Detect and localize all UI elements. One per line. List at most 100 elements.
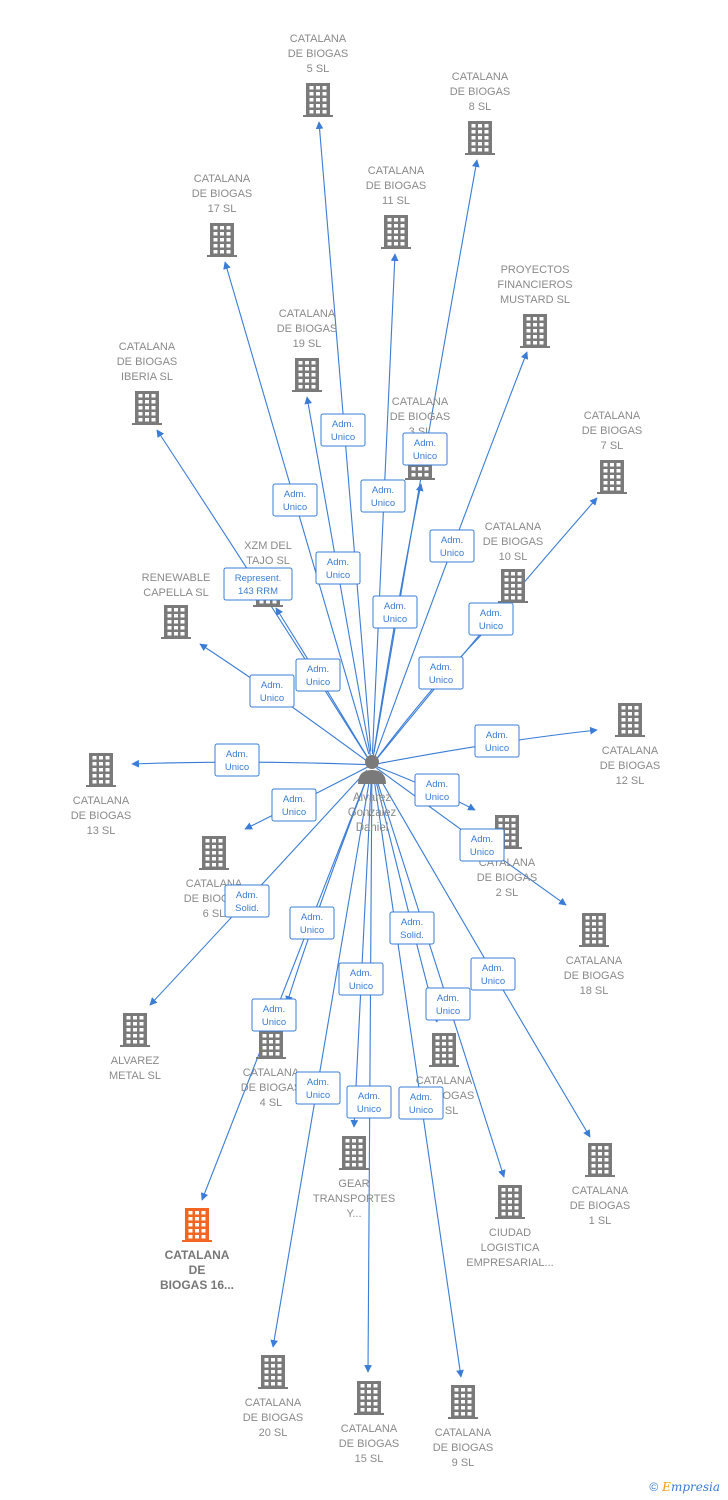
edge-label-n7[interactable]: Adm.Unico (468, 602, 514, 636)
node-label: DE BIOGAS (483, 536, 544, 548)
edge-label-n18[interactable]: Adm.Unico (459, 828, 505, 862)
edge-label-box (224, 884, 270, 918)
edge-label-n6[interactable]: Adm.Unico (271, 788, 317, 822)
edge-label-npf[interactable]: Adm.Unico (429, 529, 475, 563)
node-label: CATALANA (194, 173, 251, 185)
building-icon (465, 121, 495, 155)
edge-label-n20[interactable]: Adm.Unico (295, 1071, 341, 1105)
edge-label-ngear[interactable]: Adm.Unico (338, 962, 384, 996)
footer-brand[interactable]: ©Empresia (649, 1480, 720, 1494)
node-label: CATALANA (341, 1423, 398, 1435)
edge-label-box (295, 1071, 341, 1105)
node-label: EMPRESARIAL... (466, 1257, 553, 1269)
edge-label-text: Unico (306, 677, 330, 688)
building-icon (120, 1013, 150, 1047)
building-icon (579, 913, 609, 947)
edge-label-text: Represent. (235, 573, 281, 584)
edge-label-text: Unico (371, 498, 395, 509)
edge-label-n17[interactable]: Adm.Unico (272, 483, 318, 517)
edge-label-box (271, 788, 317, 822)
building-icon (161, 605, 191, 639)
node-label: CATALANA (392, 396, 449, 408)
building-icon (339, 1136, 369, 1170)
edge-line-n15 (364, 778, 373, 1373)
node-label: 9 SL (452, 1457, 475, 1469)
building-icon (292, 358, 322, 392)
node-label: CIUDAD (489, 1227, 531, 1239)
edge-label-n19[interactable]: Adm. Unico (315, 551, 361, 585)
edge-label-n13[interactable]: Adm.Unico (214, 743, 260, 777)
node-label: PROYECTOS (501, 264, 570, 276)
edge-label-text: Adm. (441, 535, 463, 546)
edge-label-box (459, 828, 505, 862)
edge-label-nib[interactable]: Represent.143 RRM (223, 567, 293, 601)
node-label: 2 SL (496, 887, 519, 899)
edge-label-nciu[interactable]: Adm.Unico (425, 987, 471, 1021)
edge-label-text: Adm. (332, 419, 354, 430)
edge-label-n15[interactable]: Adm.Unico (346, 1085, 392, 1119)
edge-label-n16[interactable]: Adm.Unico (251, 998, 297, 1032)
edge-label-text: Unico (262, 1017, 286, 1028)
edge-label-n8[interactable]: Adm.Unico (402, 432, 448, 466)
edge-label-n11[interactable]: Adm.Unico (360, 479, 406, 513)
edge-label-box (414, 773, 460, 807)
node-label: 4 SL (260, 1097, 283, 1109)
edge-label-n10[interactable]: Adm.Unico (418, 656, 464, 690)
node-label: CATALANA (279, 308, 336, 320)
node-label: CATALANA (602, 745, 659, 757)
edge-label-box (249, 674, 295, 708)
edge-label-text: Unico (326, 570, 350, 581)
copyright-symbol: © (649, 1480, 659, 1494)
edge-label-n5[interactable]: Adm.Unico (320, 413, 366, 447)
edge-label-text: Adm. (437, 993, 459, 1004)
edge-label-n3[interactable]: Adm.Unico (372, 595, 418, 629)
edge-label-text: Unico (306, 1090, 330, 1101)
node-ngear[interactable]: GEARTRANSPORTESY... (313, 1136, 395, 1220)
edge-label-text: Unico (425, 792, 449, 803)
edge-label-n2[interactable]: Adm.Unico (414, 773, 460, 807)
edge-label-n9[interactable]: Adm.Unico (398, 1086, 444, 1120)
node-label: DE BIOGAS (366, 180, 427, 192)
edge-label-box (468, 602, 514, 636)
edge-label-nam[interactable]: Adm.Solid. (224, 884, 270, 918)
building-icon (86, 753, 116, 787)
edge-label-text: Unico (225, 762, 249, 773)
edge-label-n4[interactable]: Adm.Unico (289, 906, 335, 940)
edge-label-nxzm[interactable]: Adm.Unico (295, 658, 341, 692)
edge-label-text: Unico (383, 614, 407, 625)
edge-label-box (398, 1086, 444, 1120)
node-label: DE BIOGAS (192, 188, 253, 200)
edge-label-text: Adm. (301, 912, 323, 923)
edge-label-n14[interactable]: Adm.Solid. (389, 911, 435, 945)
edge-label-n12[interactable]: Adm.Unico (474, 724, 520, 758)
node-nciu[interactable]: CIUDADLOGISTICAEMPRESARIAL... (466, 1185, 554, 1269)
edge-label-box (320, 413, 366, 447)
edge-label-nren[interactable]: Adm.Unico (249, 674, 295, 708)
edge-label-n1[interactable]: Adm.Unico (470, 957, 516, 991)
edge-label-text: Adm. (350, 968, 372, 979)
edge-label-text: Adm. (327, 557, 349, 568)
